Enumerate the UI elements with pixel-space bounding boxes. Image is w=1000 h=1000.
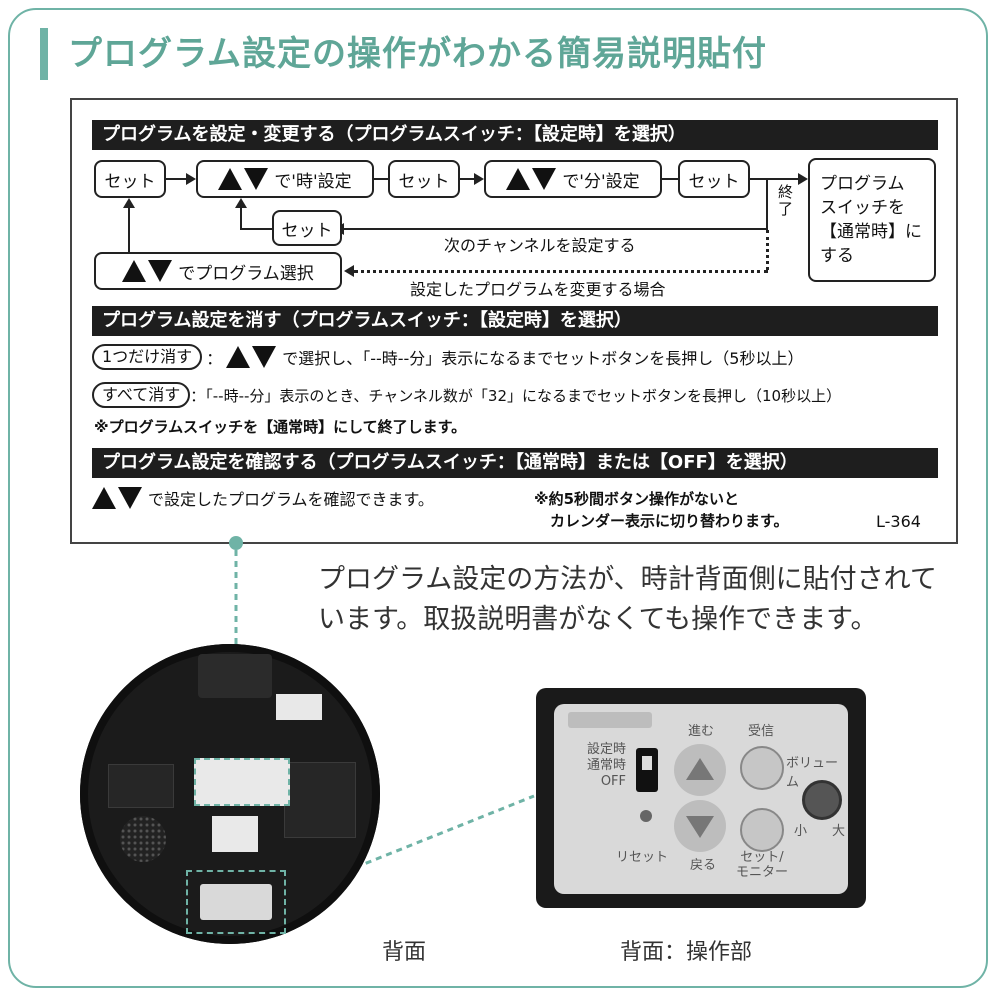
section-header-set: プログラムを設定・変更する（プログラムスイッチ：【設定時】を選択）	[92, 120, 938, 150]
title-accent-bar	[40, 28, 48, 80]
finish-label: 終了	[778, 183, 794, 218]
flow-arrow	[123, 198, 135, 208]
timeout-note-1: ※約5秒間ボタン操作がないと	[534, 490, 740, 508]
delete-one-label: 1つだけ消す	[92, 344, 203, 370]
next-channel-label: 次のチャンネルを設定する	[444, 236, 636, 255]
sticker-icon	[276, 694, 322, 720]
up-triangle-icon	[92, 487, 116, 509]
minute-setting-box: で'分'設定	[484, 160, 662, 198]
program-switch[interactable]	[636, 748, 658, 792]
flow-arrow	[344, 265, 354, 277]
flow-line	[662, 178, 678, 180]
flow-line	[342, 228, 768, 230]
set-monitor-button[interactable]	[740, 808, 784, 852]
back-label: 戻る	[690, 858, 717, 873]
set-monitor-label: セット/ モニター	[735, 850, 788, 880]
control-panel-plate: 設定時 通常時 OFF 進む 受信 ボリューム 小 大 リセット 戻る セット/…	[554, 704, 848, 894]
reset-label: リセット	[616, 850, 669, 865]
advance-label: 進む	[688, 724, 715, 739]
timeout-note-2: カレンダー表示に切り替わります。	[550, 512, 789, 530]
dotted-line	[766, 230, 769, 270]
advance-button[interactable]	[674, 744, 726, 796]
section-header-confirm: プログラム設定を確認する（プログラムスイッチ：【通常時】または【OFF】を選択）	[92, 448, 938, 478]
set-box-4: セット	[272, 210, 342, 246]
speaker-icon	[120, 816, 166, 862]
set-box-3: セット	[678, 160, 750, 198]
down-triangle-icon	[118, 487, 142, 509]
down-triangle-icon	[148, 260, 173, 282]
up-triangle-icon	[226, 346, 251, 368]
flow-line	[766, 178, 768, 230]
set-box-1: セット	[94, 160, 166, 198]
receive-button[interactable]	[740, 746, 784, 790]
flow-arrow	[186, 173, 196, 185]
flow-line	[240, 228, 272, 230]
clock-back-image	[80, 644, 380, 944]
select-program-box: でプログラム選択	[94, 252, 342, 290]
caption-back-controls: 背面：操作部	[620, 940, 753, 965]
delete-one-row: 1つだけ消す ： で選択し、「--時--分」表示になるまでセットボタンを長押し（…	[92, 344, 803, 370]
volume-label: ボリューム	[786, 756, 839, 790]
down-triangle-icon	[532, 168, 557, 190]
up-triangle-icon	[506, 168, 531, 190]
flow-line	[240, 206, 242, 230]
set-box-2: セット	[388, 160, 460, 198]
delete-all-row: すべて消す ：「--時--分」表示のとき、チャンネル数が「32」になるまでセット…	[92, 382, 841, 408]
control-area-highlight	[186, 870, 286, 934]
delete-all-label: すべて消す	[92, 382, 191, 408]
switch-normal-box: プログラム スイッチを 【通常時】に する	[808, 158, 936, 282]
section-header-delete: プログラム設定を消す（プログラムスイッチ：【設定時】を選択）	[92, 306, 938, 336]
caption-back: 背面	[382, 940, 427, 965]
down-triangle-icon	[244, 168, 269, 190]
flow-line	[166, 178, 190, 180]
flow-arrow	[474, 173, 484, 185]
hanger-icon	[198, 654, 272, 698]
back-button[interactable]	[674, 800, 726, 852]
panel-badge	[568, 712, 652, 728]
down-triangle-icon	[252, 346, 277, 368]
switch-normal-note: ※プログラムスイッチを【通常時】にして終了します。	[94, 418, 467, 436]
receive-label: 受信	[748, 724, 775, 739]
battery-cover-icon	[284, 762, 356, 838]
volume-knob[interactable]	[802, 780, 842, 820]
up-triangle-icon	[122, 260, 147, 282]
instruction-label: プログラムを設定・変更する（プログラムスイッチ：【設定時】を選択） セット で'…	[70, 98, 958, 544]
control-panel-image: 設定時 通常時 OFF 進む 受信 ボリューム 小 大 リセット 戻る セット/…	[536, 688, 866, 908]
flow-line	[460, 178, 476, 180]
change-program-label: 設定したプログラムを変更する場合	[410, 280, 666, 299]
flow-line	[128, 204, 130, 252]
model-number: L-364	[876, 512, 921, 531]
description: プログラム設定の方法が、時計背面側に貼付されて います。取扱説明書がなくても操作…	[318, 564, 937, 635]
battery-cover-icon	[108, 764, 174, 808]
flow-line	[374, 178, 388, 180]
up-triangle-icon	[686, 758, 714, 780]
connector-dot	[229, 536, 243, 550]
flow-line	[750, 178, 800, 180]
volume-large-label: 大	[832, 824, 846, 839]
down-triangle-icon	[686, 816, 714, 838]
dotted-line	[354, 270, 768, 273]
page-title: プログラム設定の操作がわかる簡易説明貼付	[68, 34, 767, 74]
flow-arrow	[235, 198, 247, 208]
reset-button[interactable]	[640, 810, 652, 822]
volume-small-label: 小	[794, 824, 808, 839]
confirm-row: で設定したプログラムを確認できます。	[92, 486, 434, 510]
up-triangle-icon	[218, 168, 243, 190]
flow-arrow	[798, 173, 808, 185]
hour-setting-box: で'時'設定	[196, 160, 374, 198]
label-sticker-icon	[212, 816, 258, 852]
switch-labels: 設定時 通常時 OFF	[586, 742, 626, 789]
instruction-sticker-icon	[194, 758, 290, 806]
